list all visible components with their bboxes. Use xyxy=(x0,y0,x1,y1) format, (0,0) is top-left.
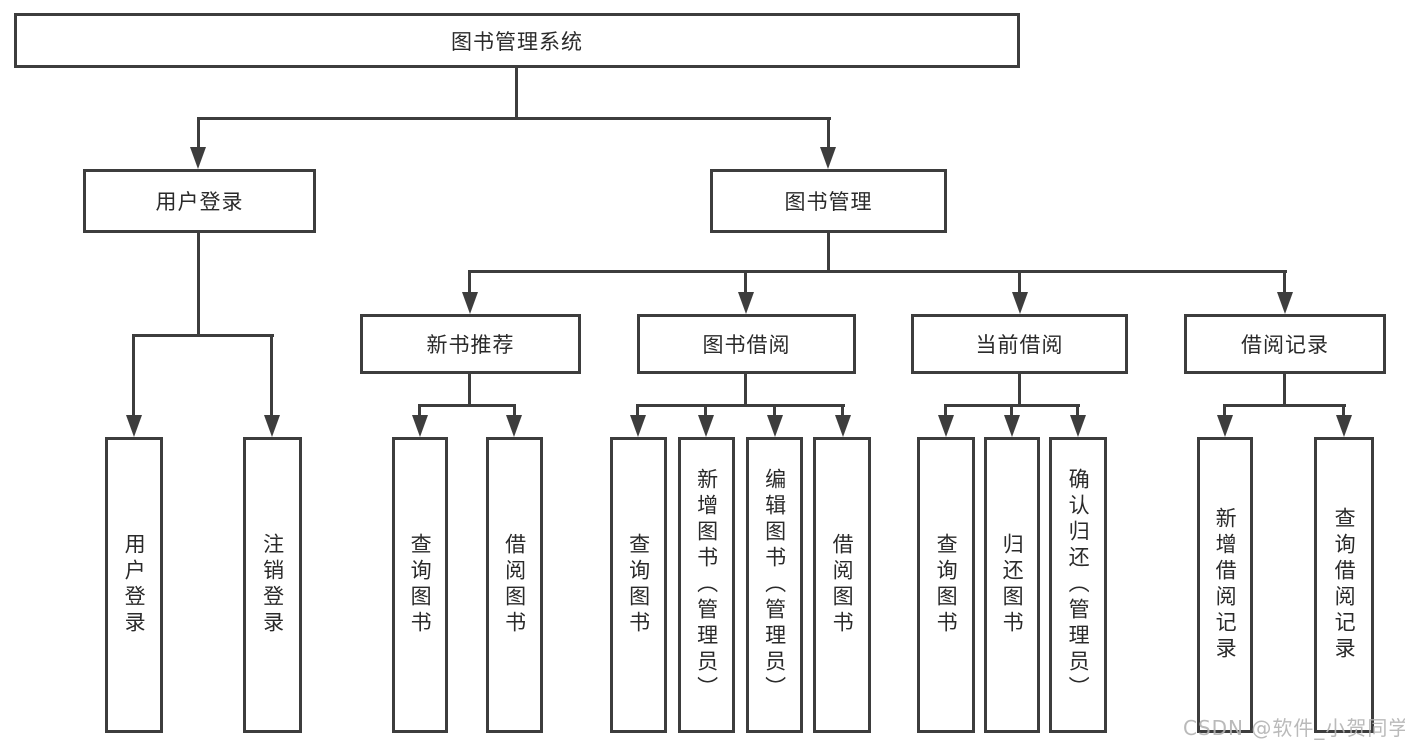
arrowhead xyxy=(938,415,954,437)
connector-drop xyxy=(132,334,135,419)
leaf-label: 新增图书（管理员） xyxy=(694,468,719,702)
arrowhead xyxy=(462,292,478,314)
arrowhead xyxy=(738,292,754,314)
connector-drop xyxy=(704,404,707,418)
leaf-label: 确认归还（管理员） xyxy=(1066,468,1091,702)
arrowhead xyxy=(767,415,783,437)
node-current-borrow-label: 当前借阅 xyxy=(975,333,1064,357)
connector-drop xyxy=(418,404,421,418)
node-new-book-recommend-label: 新书推荐 xyxy=(426,333,515,357)
leaf-label: 借阅图书 xyxy=(830,533,855,637)
node-leaf-user-login: 用户登录 xyxy=(105,437,163,733)
connector-drop xyxy=(197,117,200,151)
connector-stem xyxy=(1283,374,1286,407)
node-leaf-borrow-books-recommend: 借阅图书 xyxy=(486,437,543,733)
arrowhead xyxy=(630,415,646,437)
connector-drop xyxy=(773,404,776,418)
node-leaf-add-borrow-record: 新增借阅记录 xyxy=(1197,437,1253,733)
csdn-watermark: CSDN @软件_小贺同学 xyxy=(1183,716,1405,740)
connector-drop xyxy=(827,117,830,151)
node-book-borrow: 图书借阅 xyxy=(637,314,856,374)
node-book-management-label: 图书管理 xyxy=(784,190,873,214)
arrowhead xyxy=(1217,415,1233,437)
node-leaf-logout: 注销登录 xyxy=(243,437,302,733)
arrowhead xyxy=(126,415,142,437)
connector-drop xyxy=(468,270,471,296)
connector-rail xyxy=(1223,404,1346,407)
leaf-label: 查询借阅记录 xyxy=(1332,507,1357,663)
arrowhead xyxy=(1070,415,1086,437)
connector-drop xyxy=(1010,404,1013,418)
connector-drop xyxy=(744,270,747,296)
connector-stem xyxy=(744,374,747,407)
node-borrow-records-label: 借阅记录 xyxy=(1241,333,1329,357)
arrowhead xyxy=(506,415,522,437)
leaf-label: 查询图书 xyxy=(934,533,959,637)
leaf-label: 查询图书 xyxy=(626,533,651,637)
leaf-label: 查询图书 xyxy=(408,533,433,637)
leaf-label: 借阅图书 xyxy=(502,533,527,637)
arrowhead xyxy=(1336,415,1352,437)
node-user-login-label: 用户登录 xyxy=(155,190,244,214)
connector-root-stem xyxy=(515,68,518,119)
connector-drop xyxy=(944,404,947,418)
node-leaf-query-borrow-record: 查询借阅记录 xyxy=(1314,437,1374,733)
connector-drop xyxy=(636,404,639,418)
connector-userlogin-rail xyxy=(132,334,274,337)
connector-level1-rail xyxy=(197,117,831,120)
node-current-borrow: 当前借阅 xyxy=(911,314,1128,374)
connector-userlogin-stem xyxy=(197,233,200,336)
arrowhead xyxy=(412,415,428,437)
connector-bookmgmt-stem xyxy=(827,233,830,273)
arrowhead xyxy=(1277,292,1293,314)
leaf-label: 用户登录 xyxy=(122,533,147,637)
arrowhead xyxy=(1004,415,1020,437)
connector-drop xyxy=(1076,404,1079,418)
node-leaf-confirm-return-admin: 确认归还（管理员） xyxy=(1049,437,1107,733)
node-leaf-return-books: 归还图书 xyxy=(984,437,1040,733)
node-leaf-edit-books-admin: 编辑图书（管理员） xyxy=(746,437,803,733)
node-book-borrow-label: 图书借阅 xyxy=(702,333,791,357)
arrowhead xyxy=(835,415,851,437)
connector-rail xyxy=(418,404,516,407)
arrowhead xyxy=(820,147,836,169)
connector-rail xyxy=(636,404,845,407)
node-borrow-records: 借阅记录 xyxy=(1184,314,1386,374)
arrowhead xyxy=(698,415,714,437)
node-user-login: 用户登录 xyxy=(83,169,316,233)
node-leaf-borrow-books: 借阅图书 xyxy=(813,437,871,733)
leaf-label: 新增借阅记录 xyxy=(1213,507,1238,663)
node-root: 图书管理系统 xyxy=(14,13,1020,68)
connector-stem xyxy=(1018,374,1021,407)
leaf-label: 注销登录 xyxy=(260,533,285,637)
node-book-management: 图书管理 xyxy=(710,169,947,233)
connector-drop xyxy=(270,334,273,419)
connector-drop xyxy=(1018,270,1021,296)
node-leaf-add-books-admin: 新增图书（管理员） xyxy=(678,437,735,733)
node-leaf-query-books-borrow: 查询图书 xyxy=(610,437,667,733)
arrowhead xyxy=(190,147,206,169)
node-new-book-recommend: 新书推荐 xyxy=(360,314,581,374)
node-leaf-query-books-recommend: 查询图书 xyxy=(392,437,448,733)
node-leaf-query-books-current: 查询图书 xyxy=(917,437,975,733)
connector-level2-rail xyxy=(468,270,1287,273)
connector-drop xyxy=(1223,404,1226,418)
leaf-label: 编辑图书（管理员） xyxy=(762,468,787,702)
connector-drop xyxy=(513,404,516,418)
arrowhead xyxy=(264,415,280,437)
arrowhead xyxy=(1012,292,1028,314)
node-root-label: 图书管理系统 xyxy=(451,29,583,54)
leaf-label: 归还图书 xyxy=(1000,533,1025,637)
connector-drop xyxy=(1342,404,1345,418)
connector-drop xyxy=(841,404,844,418)
connector-stem xyxy=(468,374,471,407)
connector-drop xyxy=(1283,270,1286,296)
